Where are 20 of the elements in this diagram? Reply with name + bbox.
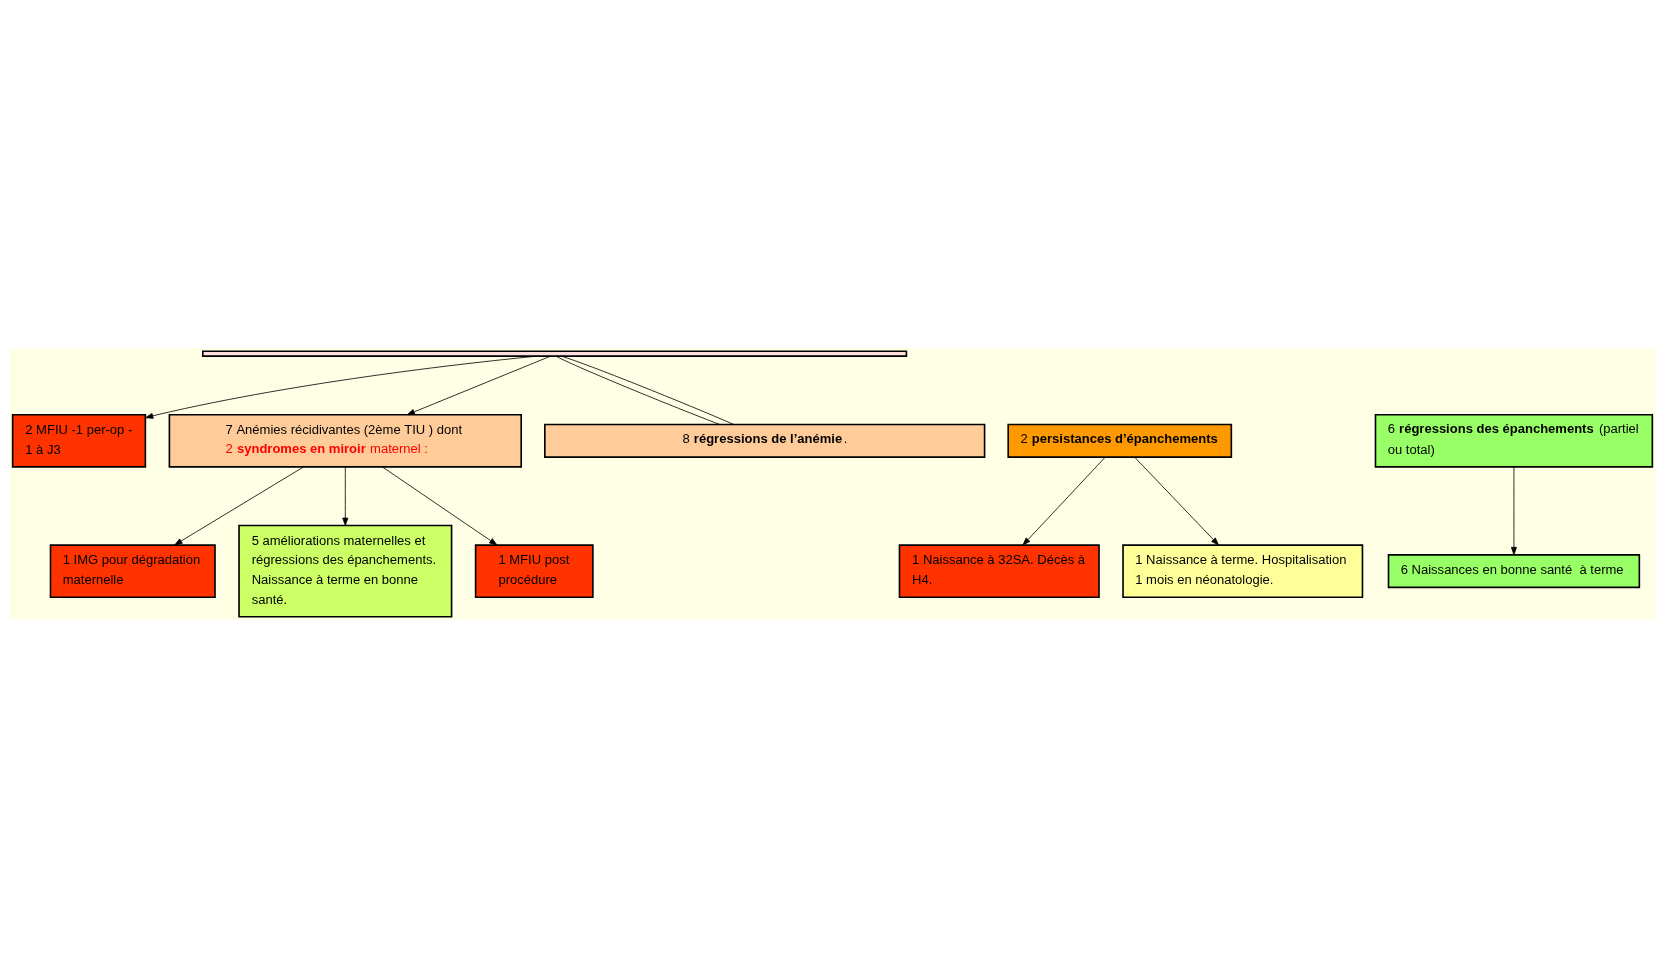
node-bar [201, 349, 908, 357]
arrow [406, 355, 551, 415]
node-box: 6 régressions des épanchements (partiel ou total) [1374, 413, 1654, 468]
node-box: 5 améliorations maternelles et régressions des épanchements. Naissance à terme en bonne santé. [238, 524, 453, 618]
node-box: 2 persistances d’épanchements [1007, 423, 1233, 458]
node-box: 2 MFIU -1 per-op - 1 à J3 [11, 413, 147, 468]
arrow [382, 466, 498, 545]
node-box: 1 Naissance à 32SA. Décès à H4. [898, 543, 1100, 598]
node-box: 7 Anémies récidivantes (2ème TIU ) dont 2 syndromes en miroir maternel : [168, 413, 523, 468]
node-box: 1 Naissance à terme. Hospitalisation 1 mois en néonatologie. [1122, 543, 1364, 598]
node-box: 1 MFIU post procédure [474, 543, 594, 598]
node-box: 1 IMG pour dégradation maternelle [49, 543, 216, 598]
node-box: 6 Naissances en bonne santé à terme [1387, 553, 1641, 588]
arrow [145, 355, 538, 419]
arrow [174, 466, 304, 545]
arrow [1134, 456, 1219, 545]
arrow [1510, 466, 1517, 555]
arrow [1022, 456, 1106, 545]
node-box: 8 régressions de l’anémie. [544, 423, 986, 458]
arrow [342, 466, 349, 526]
